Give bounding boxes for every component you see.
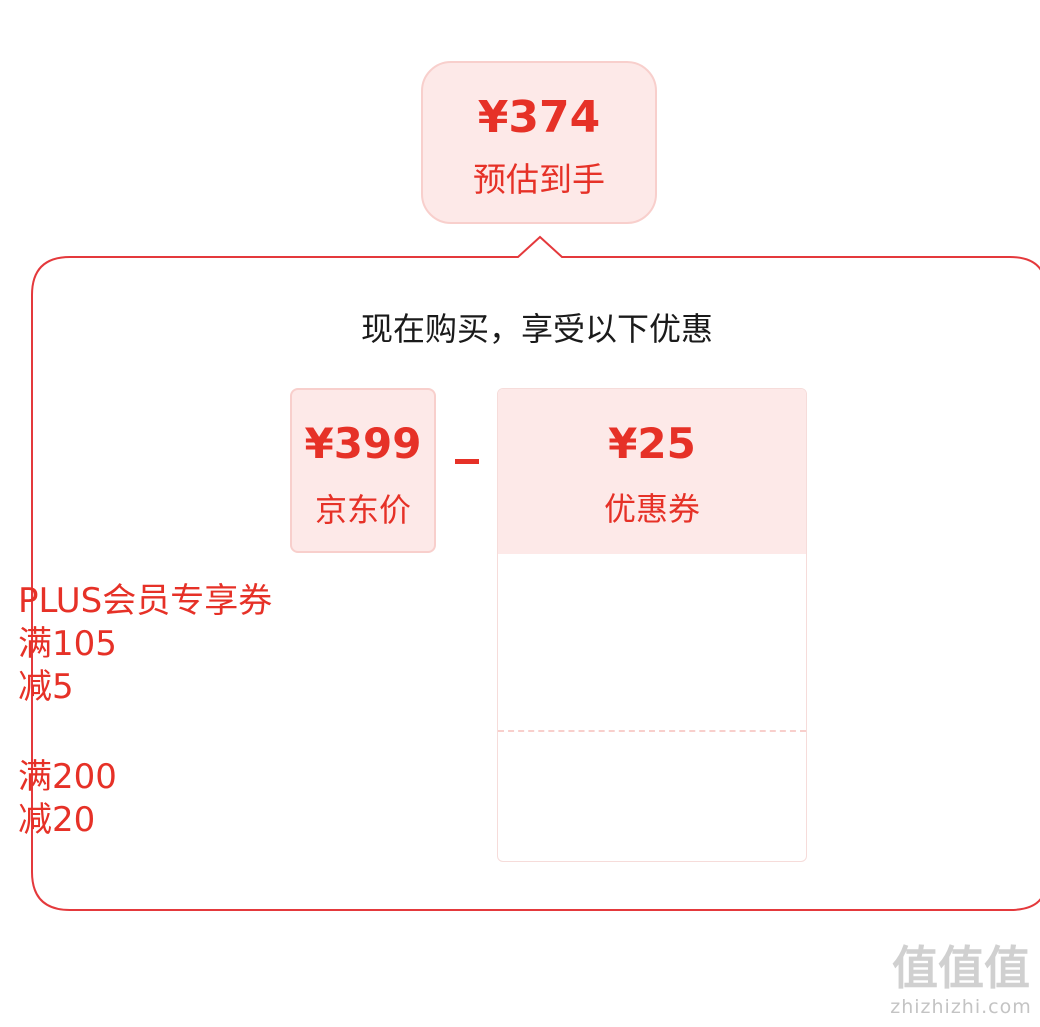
panel-heading: 现在购买，享受以下优惠 <box>360 310 713 348</box>
watermark-logo: 值值值 <box>892 941 1030 995</box>
coupon-card: ¥25 优惠券 <box>497 388 807 862</box>
coupon-total: ¥25 <box>608 419 696 468</box>
coupon-item-discount: 减20 <box>18 800 96 840</box>
minus-operator <box>455 459 479 464</box>
coupon-item-threshold: 满105 <box>18 624 117 664</box>
coupon-item: 满200 减20 <box>18 756 1032 842</box>
coupon-divider <box>498 730 806 732</box>
coupon-item-name: PLUS会员专享券 <box>18 581 273 621</box>
jd-price-label: 京东价 <box>314 491 411 529</box>
estimated-price-label: 预估到手 <box>473 160 605 199</box>
coupon-item: PLUS会员专享券 满105 减5 <box>18 580 1032 709</box>
jd-price: ¥399 <box>304 419 422 468</box>
coupon-header: ¥25 优惠券 <box>498 389 806 554</box>
jd-price-card: ¥399 京东价 <box>290 388 436 553</box>
coupon-label: 优惠券 <box>603 490 700 528</box>
site-watermark: 值值值 zhizhizhi.com <box>886 940 1036 1020</box>
watermark-domain: zhizhizhi.com <box>890 996 1032 1018</box>
coupon-item-threshold: 满200 <box>18 757 117 797</box>
estimated-price-card: ¥374 预估到手 <box>421 61 657 224</box>
estimated-price: ¥374 <box>477 92 601 143</box>
coupon-item-discount: 减5 <box>18 667 74 707</box>
